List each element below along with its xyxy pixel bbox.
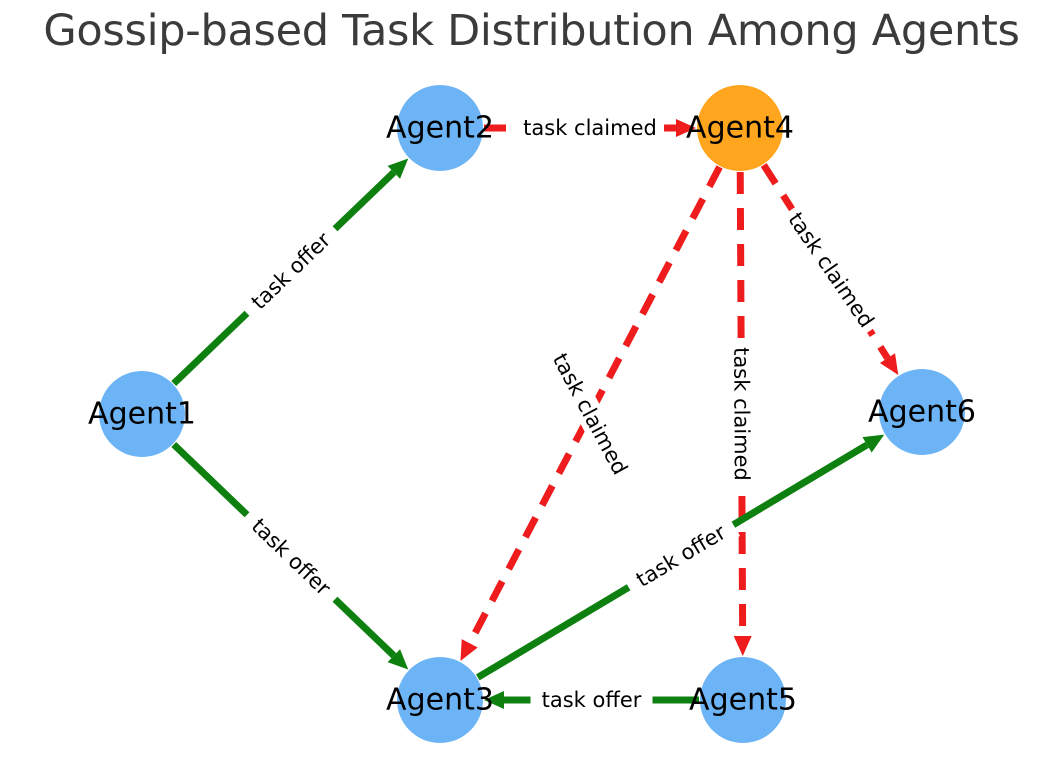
edge-label-backdrop: [779, 203, 883, 337]
edge-label-backdrop: [544, 344, 636, 484]
edge-arrowhead-icon: [862, 434, 885, 453]
graph-node-label: Agent3: [386, 683, 494, 718]
edge-label-group: task claimed: [517, 115, 663, 141]
page-title: Gossip-based Task Distribution Among Age…: [43, 6, 1020, 56]
edge-label-backdrop: [621, 513, 741, 599]
edge-label: task claimed: [548, 349, 632, 478]
edge-arrowhead-icon: [460, 639, 478, 662]
edges-layer: [171, 119, 899, 709]
edge-arrowhead-icon: [879, 353, 899, 375]
edge-label-group: task claimed: [544, 344, 636, 484]
edge-label: task offer: [247, 228, 336, 315]
graph-node-agent2[interactable]: [397, 85, 483, 171]
edge-label: task offer: [542, 688, 642, 712]
graph-node-agent3[interactable]: [397, 657, 483, 743]
edge-label-backdrop: [237, 219, 345, 323]
graph-node-label: Agent4: [686, 111, 794, 146]
graph-node-agent4[interactable]: [697, 85, 783, 171]
edge-arrowhead-icon: [387, 158, 409, 179]
edge-label-backdrop: [728, 341, 755, 487]
edge-label: task offer: [247, 514, 336, 601]
edge-label-group: task offer: [238, 505, 344, 609]
graph-node-agent6[interactable]: [879, 369, 965, 455]
edge-label-backdrop: [238, 505, 344, 609]
edge-label: task offer: [632, 520, 730, 592]
edge-label: task claimed: [783, 208, 878, 332]
edge-arrowhead-icon: [484, 691, 504, 709]
edge-label-backdrop: [517, 115, 663, 141]
graph-node-label: Agent2: [386, 111, 494, 146]
edge-arrowhead-icon: [733, 635, 752, 657]
edge-label: task claimed: [729, 347, 754, 481]
edge-arrowhead-icon: [387, 649, 409, 670]
edge-arrowhead-icon: [676, 119, 696, 137]
edge-label-group: task offer: [530, 687, 653, 713]
edge-label-backdrop: [530, 687, 653, 713]
graph-node-agent5[interactable]: [700, 657, 786, 743]
edge-label: task claimed: [523, 116, 657, 140]
graph-node-label: Agent5: [689, 683, 797, 718]
graph-node-agent1[interactable]: [99, 371, 185, 457]
graph-node-label: Agent1: [88, 397, 196, 432]
graph-node-label: Agent6: [868, 395, 976, 430]
edge-label-group: task offer: [621, 513, 741, 599]
edge-label-group: task offer: [237, 219, 345, 323]
edge-label-group: task claimed: [728, 341, 755, 487]
edge-label-group: task claimed: [779, 203, 883, 337]
